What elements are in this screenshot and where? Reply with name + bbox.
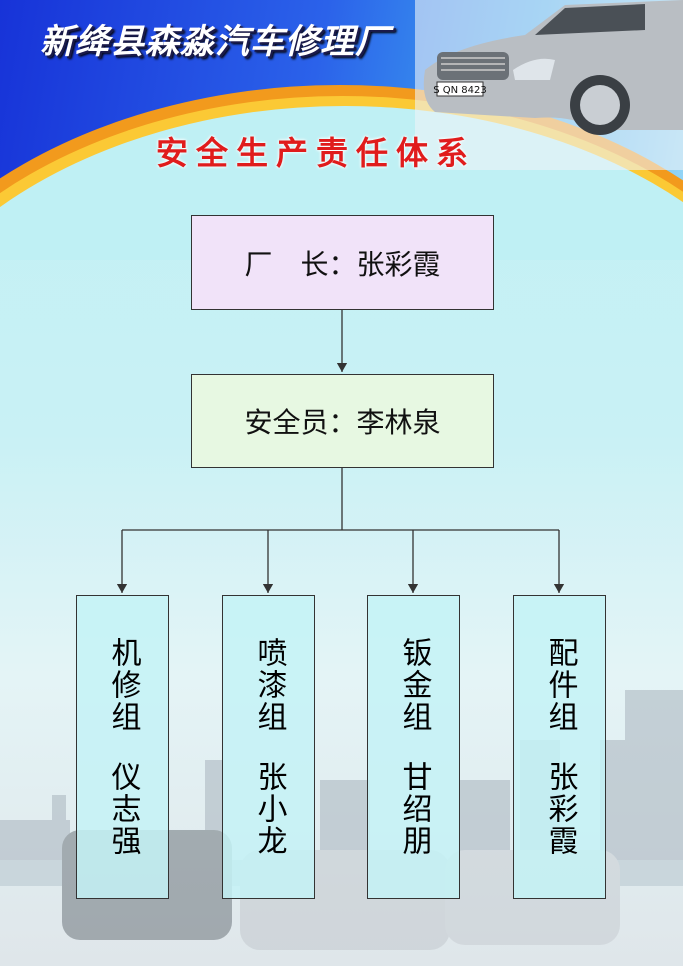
director-label: 厂 长：张彩霞 [244, 247, 441, 281]
group-leader: 张小龙 [251, 761, 287, 857]
safety-officer-box: 安全员：李林泉 [191, 374, 494, 468]
car-image: S QN 8423 [415, 0, 683, 170]
poster-subtitle: 安全生产责任体系 [156, 134, 477, 172]
group-leader: 甘绍朋 [396, 761, 432, 857]
company-name: 新绛县森淼汽车修理厂 [40, 22, 390, 62]
header-banner: S QN 8423 新绛县森淼汽车修理厂 安全生产责任体系 [0, 0, 683, 260]
director-box: 厂 长：张彩霞 [191, 215, 494, 310]
group-name: 机修组 [105, 637, 141, 733]
group-leader: 仪志强 [105, 761, 141, 857]
group-box-mechanical: 机修组 仪志强 [76, 595, 169, 899]
group-leader: 张彩霞 [542, 761, 578, 857]
group-box-painting: 喷漆组 张小龙 [222, 595, 315, 899]
safety-officer-label: 安全员：李林泉 [244, 406, 441, 439]
group-name: 喷漆组 [251, 637, 287, 733]
group-box-parts: 配件组 张彩霞 [513, 595, 606, 899]
group-name: 钣金组 [396, 637, 432, 733]
group-name: 配件组 [542, 637, 578, 733]
license-plate: S QN 8423 [433, 85, 487, 96]
group-box-sheet-metal: 钣金组 甘绍朋 [367, 595, 460, 899]
